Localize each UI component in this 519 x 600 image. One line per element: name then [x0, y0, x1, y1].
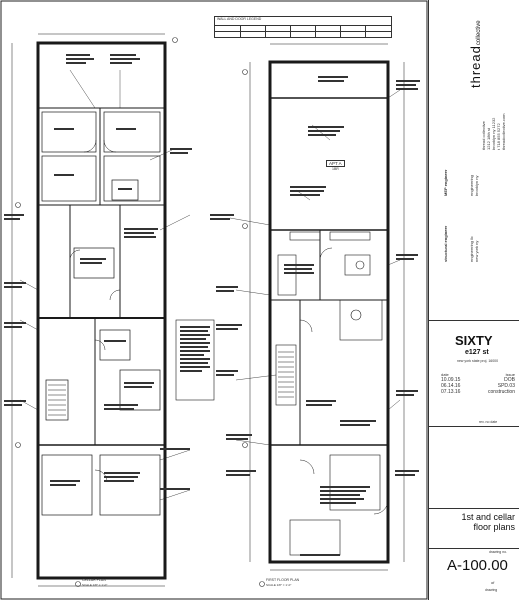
issue-name: construction [488, 389, 515, 395]
issue-name: SPD.03 [497, 383, 515, 389]
issue-row: 10.09.15 DOB [441, 377, 515, 383]
drawing-title-line1: 1st and cellar [461, 512, 515, 522]
cellar-outer-wall [36, 41, 167, 580]
first-scale-label: SCALE 1/8" = 1'-0" [266, 583, 292, 587]
drawing-title: 1st and cellar floor plans [449, 512, 515, 532]
cellar-plan-label: CELLAR PLAN [82, 578, 106, 582]
drawing-number-label: drawing no. [489, 550, 508, 554]
issue-date: 06.14.16 [441, 383, 461, 389]
first-floor-annotations [210, 76, 420, 556]
first-floor-plan-label: FIRST FLOOR PLAN [266, 578, 300, 582]
sheet-label: drawing [485, 588, 498, 592]
issue-row: 06.14.16 SPD.03 [441, 383, 515, 389]
firm-address: thread collective 1212 18th st brooklyn … [481, 114, 506, 150]
cellar-scale-label: SCALE 1/8" = 1'-0" [82, 583, 108, 587]
issue-date: 07.13.16 [441, 389, 461, 395]
apt-label: APT A [326, 160, 345, 167]
wall-door-legend: WALL AND DOOR LEGEND [214, 16, 392, 38]
issue-col-date: date [441, 372, 449, 377]
issue-col-issue: issue [505, 372, 515, 377]
revisions-label: rev. no date [479, 420, 498, 424]
structural-line: new york ny [474, 240, 479, 262]
mep-engineer-block: MEP engineer [443, 170, 448, 196]
sheet-of-label: of [491, 580, 495, 585]
first-floor-plan [229, 43, 405, 571]
apt-sub-label: 1BR [332, 167, 339, 171]
grid-markers [15, 37, 265, 587]
drawing-number: A-100.00 [447, 557, 508, 574]
title-block: threadcollective thread collective 1212 … [428, 0, 519, 600]
project-note: new york state proj. 16000 [457, 359, 499, 363]
firm-name: thread [468, 45, 483, 88]
issue-date: 10.09.15 [441, 377, 461, 383]
mep-engineer-info: engineering brooklyn ny [469, 175, 479, 196]
first-outer-wall [268, 60, 390, 564]
issue-name: DOB [504, 377, 515, 383]
structural-engineer-info: engineering llc new york ny [469, 236, 479, 262]
cellar-plan [11, 33, 215, 587]
floor-plan-drawing [0, 0, 428, 600]
issue-row: 07.13.16 construction [441, 389, 515, 395]
mep-engineer-label: MEP engineer [443, 169, 448, 196]
cellar-annotations [4, 54, 210, 490]
drawing-title-line2: floor plans [473, 522, 515, 532]
legend-header: WALL AND DOOR LEGEND [217, 17, 262, 21]
firm-address-line: threadcollective.com [501, 113, 506, 150]
engineer-line: brooklyn ny [474, 175, 479, 196]
structural-engineer-block: structural engineer [443, 226, 448, 262]
issue-table: date issue 10.09.15 DOB 06.14.16 SPD.03 … [441, 372, 515, 395]
structural-engineer-label: structural engineer [443, 225, 448, 262]
firm-logo: threadcollective [467, 20, 485, 88]
project-name: SIXTY [455, 333, 493, 348]
project-street: e127 st [465, 349, 489, 356]
firm-suffix: collective [476, 20, 482, 46]
sheet-border [0, 0, 428, 600]
